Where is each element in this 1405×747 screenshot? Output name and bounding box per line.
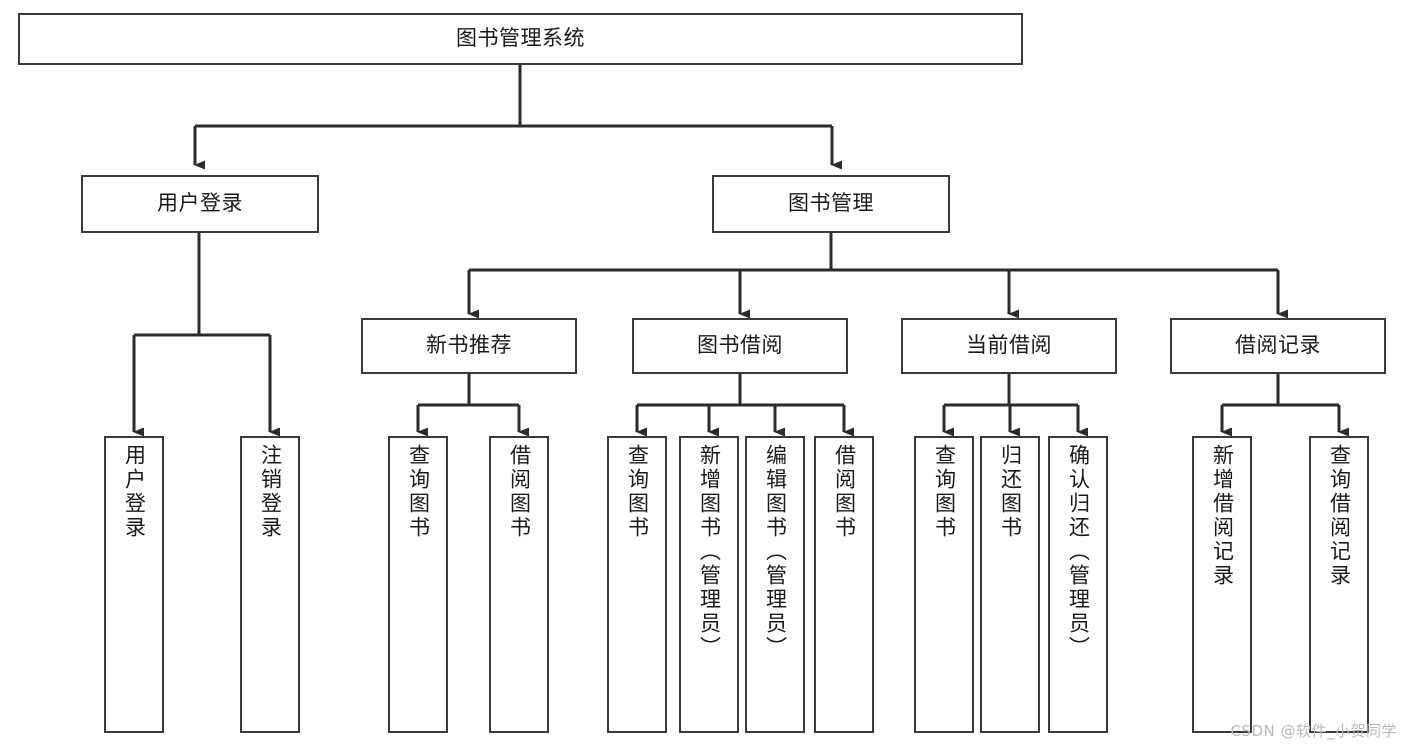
leaf-borrow-edit-book-admin[interactable]: 编辑图书（管理员） xyxy=(745,436,805,733)
node-label: 编辑图书（管理员） xyxy=(763,444,788,660)
node-label: 图书管理系统 xyxy=(456,26,585,51)
leaf-record-add-record[interactable]: 新增借阅记录 xyxy=(1192,436,1252,733)
leaf-borrow-add-book-admin[interactable]: 新增图书（管理员） xyxy=(679,436,739,733)
node-label: 查询图书 xyxy=(932,444,957,540)
node-label: 注销登录 xyxy=(258,444,283,540)
leaf-new-book-borrow-book[interactable]: 借阅图书 xyxy=(489,436,549,733)
leaf-borrow-query-book[interactable]: 查询图书 xyxy=(607,436,667,733)
node-label: 新书推荐 xyxy=(426,333,512,358)
node-label: 借阅图书 xyxy=(832,444,857,540)
node-label: 当前借阅 xyxy=(966,333,1052,358)
node-current-borrow[interactable]: 当前借阅 xyxy=(901,318,1117,374)
leaf-current-return-book[interactable]: 归还图书 xyxy=(980,436,1040,733)
node-label: 新增借阅记录 xyxy=(1210,444,1235,588)
leaf-user-login-logout[interactable]: 注销登录 xyxy=(240,436,300,733)
node-label: 图书管理 xyxy=(788,191,874,216)
node-label: 用户登录 xyxy=(157,191,243,216)
node-label: 图书借阅 xyxy=(697,333,783,358)
node-label: 借阅记录 xyxy=(1235,333,1321,358)
leaf-current-confirm-return-admin[interactable]: 确认归还（管理员） xyxy=(1048,436,1108,733)
node-label: 查询图书 xyxy=(625,444,650,540)
csdn-watermark: CSDN @软件_小贺同学 xyxy=(1230,722,1397,740)
leaf-current-query-book[interactable]: 查询图书 xyxy=(914,436,974,733)
node-label: 确认归还（管理员） xyxy=(1066,444,1091,660)
node-root-book-management-system[interactable]: 图书管理系统 xyxy=(18,13,1023,65)
node-label: 查询借阅记录 xyxy=(1327,444,1352,588)
node-label: 查询图书 xyxy=(406,444,431,540)
leaf-record-query-record[interactable]: 查询借阅记录 xyxy=(1309,436,1369,733)
leaf-borrow-borrow-book[interactable]: 借阅图书 xyxy=(814,436,874,733)
node-new-book-recommend[interactable]: 新书推荐 xyxy=(361,318,577,374)
node-label: 归还图书 xyxy=(998,444,1023,540)
node-borrow-record[interactable]: 借阅记录 xyxy=(1170,318,1386,374)
node-book-management[interactable]: 图书管理 xyxy=(712,175,950,233)
node-label: 借阅图书 xyxy=(507,444,532,540)
leaf-new-book-query-book[interactable]: 查询图书 xyxy=(388,436,448,733)
node-label: 新增图书（管理员） xyxy=(697,444,722,660)
node-user-login[interactable]: 用户登录 xyxy=(81,175,319,233)
node-book-borrow[interactable]: 图书借阅 xyxy=(632,318,848,374)
leaf-user-login-login[interactable]: 用户登录 xyxy=(104,436,164,733)
node-label: 用户登录 xyxy=(122,444,147,540)
